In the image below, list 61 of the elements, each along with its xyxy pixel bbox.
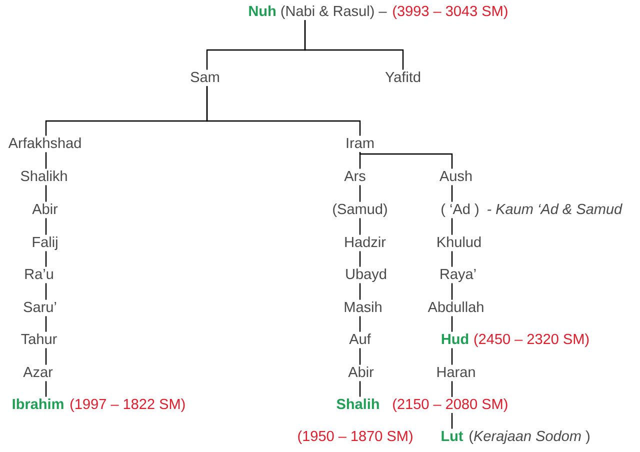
person-name: Hadzir [345,236,386,248]
tree-line [45,381,47,397]
note-text: - Kaum ‘Ad & Samud [486,202,624,218]
person-name: Raya’ [440,269,476,282]
person-name: Ibrahim [12,398,64,410]
tree-line [359,185,361,202]
tree-line [359,218,361,235]
date-range: (1950 – 1870 SM) [296,428,414,445]
person-name: Abir [348,366,374,378]
tree-line [359,152,361,169]
person-name: Arfakhshad [8,138,81,148]
person-name: ( ‘Ad ) [442,203,478,217]
tree-line [359,348,361,365]
person-name: Aush [440,170,472,182]
tree-line [206,86,361,136]
person-name: (Samud) [333,203,387,217]
tree-line [304,20,404,70]
person-name: Tahur [21,333,57,344]
person-name: Shalih [336,398,379,410]
person-name: Nuh (Nabi & Rasul) – [249,6,387,19]
tree-line [45,251,47,267]
person-name: Ra’u [25,269,53,280]
tree-line [451,218,453,235]
date-range: (2150 – 2080 SM) [391,396,510,413]
date-range: (2450 – 2320 SM) [472,332,591,348]
tree-line [451,348,453,365]
tree-line [359,251,361,267]
tree-line [451,251,453,267]
date-range: (1997 – 1822 SM) [68,396,187,413]
person-name: Ars [344,171,366,182]
person-name: Masih [344,301,382,312]
tree-line [45,152,47,169]
person-name: Azar [23,367,53,378]
tree-line [45,185,47,202]
person-name: Shalikh [20,170,67,182]
note-text: (Kerajaan Sodom ) [468,428,592,445]
tree-line [451,316,453,332]
person-name: Saru’ [24,302,56,312]
tree-line [451,185,453,202]
person-name: Abir [32,203,58,214]
tree-line [359,381,361,397]
tree-line [359,316,361,332]
person-name: Haran [437,367,475,378]
date-range: (3993 – 3043 SM) [391,4,510,20]
person-name: Sam [190,72,219,82]
person-name: Lut [442,431,464,442]
person-name: Khulud [438,236,481,248]
tree-line [45,316,47,332]
tree-line [359,152,453,169]
person-name: Yafitd [385,72,420,82]
tree-line [451,283,453,300]
person-name: Ubayd [346,268,386,282]
tree-line [45,283,47,300]
tree-line [359,283,361,300]
person-name: Abdullah [428,301,484,312]
person-name: Iram [346,138,374,148]
person-name: Hud [442,333,468,344]
tree-line [45,218,47,235]
person-name: Falij [32,236,58,250]
tree-line [45,348,47,365]
person-name: Auf [349,333,371,344]
